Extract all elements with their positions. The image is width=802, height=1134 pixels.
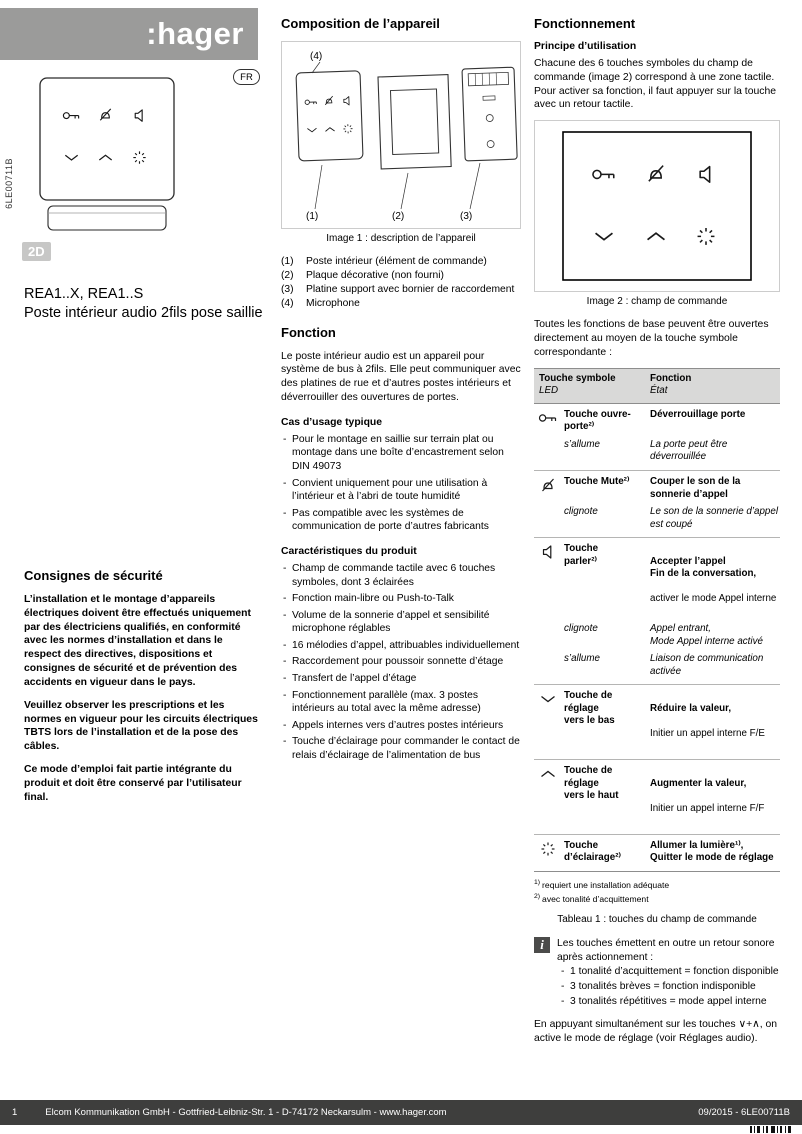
product-title: REA1..X, REA1..S Poste intérieur audio 2…	[24, 285, 264, 322]
company-address: Elcom Kommunikation GmbH - Gottfried-Lei…	[45, 1107, 447, 1118]
info-list: 1 tonalité d’acquittement = fonction dis…	[559, 965, 780, 1008]
mute-icon	[538, 477, 558, 493]
list-item: (3) Platine support avec bornier de racc…	[281, 283, 515, 295]
table-header: Touche symbole LED Fonction État	[534, 368, 780, 404]
fonctionnement-heading: Fonctionnement	[534, 16, 636, 31]
doc-code-vertical: 6LE00711B	[4, 158, 14, 209]
product-title-line2: Poste intérieur audio 2fils pose saillie	[24, 304, 263, 321]
page-footer: 1 Elcom Kommunikation GmbH - Gottfried-L…	[0, 1100, 802, 1125]
table-caption: Tableau 1 : touches du champ de commande	[557, 914, 757, 926]
list-item: Pas compatible avec les systèmes de comm…	[281, 507, 521, 534]
fonction-heading: Fonction	[281, 324, 336, 340]
safety-paragraph-1: L’installation et le montage d’appareils…	[24, 594, 251, 688]
list-item: (2) Plaque décorative (non fourni)	[281, 269, 444, 281]
list-item: Transfert de l’appel d’étage	[281, 672, 521, 686]
figure-2	[534, 120, 780, 293]
features-list: Champ de commande tactile avec 6 touches…	[281, 562, 521, 763]
touch-function-table: Touche symbole LED Fonction État Touche …	[534, 367, 780, 872]
closing-paragraph: En appuyant simultanément sur les touche…	[534, 1019, 778, 1045]
list-item: Fonctionnement parallèle (max. 3 postes …	[281, 689, 521, 716]
figure-1: (4) (1) (2) (3)	[281, 41, 521, 229]
safety-paragraph-3: Ce mode d’emploi fait partie intégrante …	[24, 764, 242, 803]
principe-heading: Principe d’utilisation	[534, 41, 637, 52]
print-registration-mark	[750, 1126, 791, 1133]
list-item: 3 tonalités répétitives = mode appel int…	[559, 995, 780, 1009]
composition-heading: Composition de l’appareil	[281, 16, 440, 31]
callout-1: (1)	[306, 211, 318, 222]
table-row: Touche d’éclairage²⁾ Allumer la lumière¹…	[534, 833, 780, 871]
table-row: Touche Mute²⁾ Couper le son de la sonner…	[534, 469, 780, 537]
list-item: Champ de commande tactile avec 6 touches…	[281, 562, 521, 589]
product-title-line1: REA1..X, REA1..S	[24, 286, 144, 302]
figure-2-caption: Image 2 : champ de commande	[586, 296, 728, 308]
door-release-icon	[538, 410, 558, 426]
table-row: Touche de réglage vers le haut Augmenter…	[534, 759, 780, 834]
list-item: Raccordement pour poussoir sonnette d’ét…	[281, 655, 521, 669]
hager-logo: :hager	[146, 16, 244, 51]
safety-paragraph-2: Veuillez observer les prescriptions et l…	[24, 699, 258, 753]
page-number: 1	[12, 1107, 18, 1118]
table-row: Touche de réglage vers le bas Réduire la…	[534, 684, 780, 759]
device-front-drawing	[39, 77, 175, 231]
fonctionnement-column: Fonctionnement Principe d’utilisation Ch…	[534, 16, 780, 1054]
issue-code: 09/2015 - 6LE00711B	[698, 1107, 790, 1118]
brand-header: :hager	[0, 8, 258, 60]
list-item: Volume de la sonnerie d’appel et sensibi…	[281, 609, 521, 636]
table-row: Touche ouvre- porte²⁾ Déverrouillage por…	[534, 404, 780, 470]
list-item: (4) Microphone	[281, 297, 360, 309]
callout-3: (3)	[460, 211, 472, 222]
info-intro: Les touches émettent en outre un retour …	[557, 938, 775, 963]
parts-list: (1) Poste intérieur (élément de commande…	[281, 255, 521, 311]
list-item: Appels internes vers d’autres postes int…	[281, 719, 521, 733]
device-illustration	[32, 74, 182, 241]
composition-column: Composition de l’appareil	[281, 16, 521, 768]
exploded-view-drawing: (4) (1) (2) (3)	[295, 51, 518, 222]
command-panel-drawing	[562, 131, 752, 282]
speaker-icon	[538, 544, 558, 560]
principe-text: Chacune des 6 touches symboles du champ …	[534, 58, 777, 111]
usage-list: Pour le montage en saillie sur terrain p…	[281, 433, 521, 534]
list-item: (1) Poste intérieur (élément de commande…	[281, 256, 487, 267]
table-intro: Toutes les fonctions de base peuvent êtr…	[534, 319, 769, 358]
callout-2: (2)	[392, 211, 404, 222]
language-badge: FR	[233, 69, 260, 85]
features-heading: Caractéristiques du produit	[281, 545, 417, 557]
usage-heading: Cas d’usage typique	[281, 416, 383, 428]
format-badge: 2D	[22, 242, 51, 261]
list-item: 16 mélodies d’appel, attribuables indivi…	[281, 639, 521, 653]
fonction-intro: Le poste intérieur audio est un appareil…	[281, 350, 521, 404]
info-icon: i	[534, 937, 550, 954]
callout-4: (4)	[310, 51, 322, 62]
table-row: Touche parler²⁾ Accepter l’appel Fin de …	[534, 537, 780, 684]
light-icon	[538, 841, 558, 857]
figure-1-caption: Image 1 : description de l’appareil	[326, 233, 476, 244]
list-item: 3 tonalités brèves = fonction indisponib…	[559, 980, 780, 994]
list-item: Fonction main-libre ou Push-to-Talk	[281, 592, 521, 606]
list-item: Convient uniquement pour une utilisation…	[281, 477, 521, 504]
chevron-up-icon	[538, 766, 558, 782]
safety-section: Consignes de sécurité L’installation et …	[24, 568, 262, 814]
list-item: Pour le montage en saillie sur terrain p…	[281, 433, 521, 474]
chevron-down-icon	[538, 691, 558, 707]
safety-heading: Consignes de sécurité	[24, 568, 163, 583]
list-item: 1 tonalité d’acquittement = fonction dis…	[559, 965, 780, 979]
list-item: Touche d’éclairage pour commander le con…	[281, 735, 521, 762]
footnotes: 1)requiert une installation adéquate 2)a…	[534, 878, 670, 904]
info-note: i Les touches émettent en outre un retou…	[534, 937, 780, 1009]
